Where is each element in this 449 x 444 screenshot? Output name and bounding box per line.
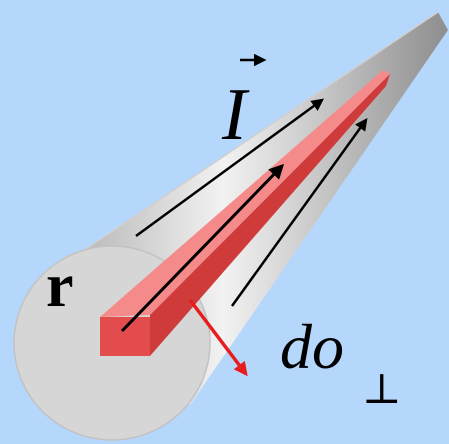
area-normal-arrow (188, 298, 248, 377)
flow-arrow-center (120, 163, 285, 333)
current-label: I (222, 74, 247, 156)
radius-label: r (46, 252, 74, 320)
flow-arrow-right (230, 117, 368, 307)
current-strip-face (100, 317, 150, 356)
area-element-label: do (280, 311, 344, 382)
wire-top-edge (39, 11, 439, 281)
current-strip-top (100, 70, 390, 317)
flow-arrow-left (135, 98, 325, 238)
perpendicular-subscript: ⊥ (362, 364, 402, 413)
current-strip-side (150, 74, 390, 356)
